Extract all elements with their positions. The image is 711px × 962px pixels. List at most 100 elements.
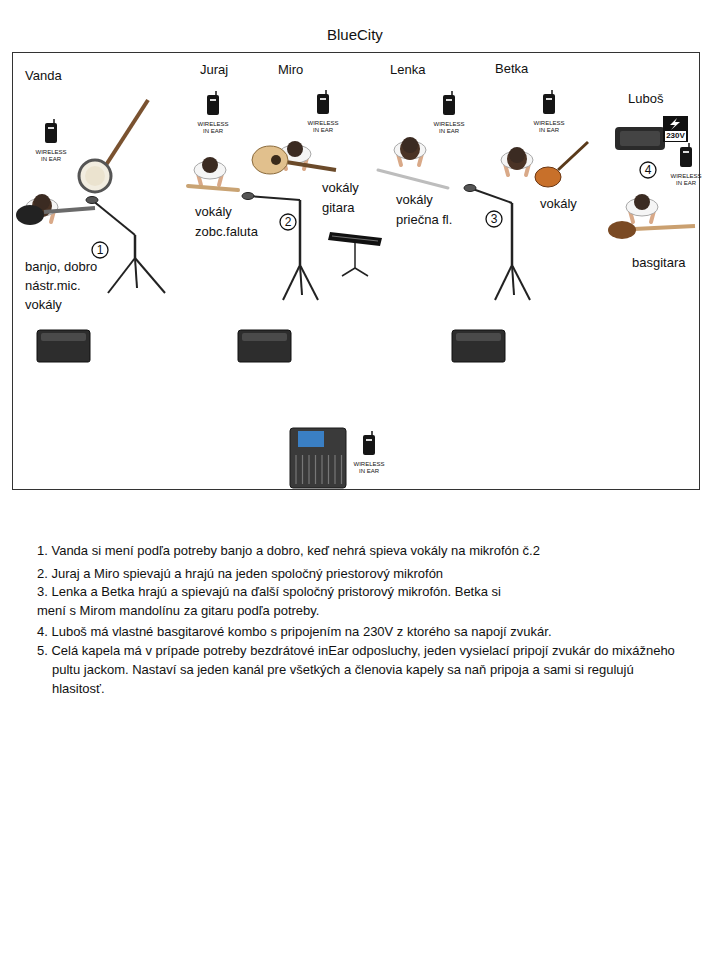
mic-stand (299, 200, 302, 265)
monitor-wedge (37, 330, 90, 362)
fader (328, 455, 329, 484)
fader (315, 455, 316, 484)
pack-mark (210, 99, 216, 101)
callout-number: 2 (285, 216, 292, 228)
inear-pack (680, 147, 692, 167)
fader (302, 455, 303, 484)
mic-boom (92, 200, 135, 235)
power-icon (663, 116, 688, 142)
antenna (53, 119, 55, 123)
stage-border (13, 53, 700, 490)
instrument-label: banjo, dobro nástr.mic. vokály (25, 257, 110, 314)
instrument-label: vokály zobc.faluta (195, 202, 275, 242)
bass-amp (615, 127, 665, 150)
head (202, 157, 218, 173)
antenna (215, 91, 217, 95)
instrument-label: vokály priečna fl. (396, 190, 470, 230)
banjo-neck (106, 100, 148, 165)
tripod-leg (283, 265, 300, 300)
hair (400, 138, 420, 160)
callout-circle: 2 (279, 213, 297, 231)
mixing-console (290, 428, 346, 488)
microphone (86, 197, 98, 204)
mic-boom (470, 188, 512, 203)
antenna (325, 90, 327, 94)
fader (334, 455, 335, 484)
inear-pack (363, 435, 375, 455)
device-label: WIRELESS IN EAR (669, 173, 703, 187)
antenna (551, 90, 553, 94)
tripod-leg (300, 265, 318, 300)
musician-name: Miro (278, 60, 303, 79)
inear-pack (443, 95, 455, 115)
pack-mark (446, 99, 452, 101)
tripod-leg (135, 258, 165, 293)
monitor-top (41, 333, 86, 341)
guitar-neck (286, 162, 336, 170)
device-label: WIRELESS IN EAR (352, 461, 386, 475)
note: 2. Juraj a Miro spievajú a hrajú na jede… (37, 564, 697, 583)
voltage-label: 230V (665, 131, 687, 141)
antenna (451, 91, 453, 95)
callout-circle: 4 (639, 161, 657, 179)
tripod-leg (512, 265, 514, 295)
circle-outline (92, 242, 108, 258)
power-icon-plate (665, 131, 686, 141)
antenna (688, 143, 690, 147)
console-screen (298, 431, 324, 447)
monitor-wedge (238, 330, 291, 362)
note: 5. Celá kapela má v prípade potreby bezd… (37, 641, 677, 698)
instrument-label: vokály gitara (322, 178, 374, 218)
microphone (242, 193, 254, 200)
musician-name: Lenka (390, 60, 425, 79)
device-label: WIRELESS IN EAR (532, 120, 566, 134)
banjo-head (85, 166, 105, 186)
musician-name: Vanda (25, 66, 62, 85)
device-label: WIRELESS IN EAR (196, 121, 230, 135)
dobro-body (16, 205, 44, 225)
circle-outline (486, 211, 502, 227)
tripod-leg (108, 258, 135, 293)
banjo-body (79, 160, 111, 192)
head (634, 194, 650, 210)
circle-outline (280, 214, 296, 230)
tripod-leg (135, 258, 137, 288)
musician-name: Betka (495, 59, 528, 78)
inear-pack (207, 95, 219, 115)
callout-number: 4 (645, 164, 652, 176)
guitar-body (252, 146, 288, 174)
mandolin-body (535, 167, 561, 187)
pack-mark (683, 151, 689, 153)
lightning-bolt (670, 118, 680, 130)
pack-mark (48, 127, 54, 129)
instrument-label: basgitara (632, 253, 685, 272)
monitor-wedge (452, 330, 505, 362)
inear-pack (543, 94, 555, 114)
bass-body (608, 221, 636, 239)
musician-name: Luboš (628, 89, 663, 108)
fader (295, 455, 296, 484)
fader (341, 455, 342, 484)
note: 4. Luboš má vlastné basgitarové kombo s … (37, 622, 697, 641)
hair (507, 148, 527, 170)
mic-stand (134, 235, 137, 258)
device-label: WIRELESS IN EAR (34, 149, 68, 163)
tripod-leg (512, 265, 530, 300)
callout-circle: 3 (485, 210, 503, 228)
head (509, 147, 525, 163)
fader (308, 455, 309, 484)
sound-hole (271, 155, 281, 165)
device-label: WIRELESS IN EAR (432, 121, 466, 135)
pack-mark (546, 98, 552, 100)
dobro-neck (44, 208, 95, 212)
monitor-top (456, 333, 501, 341)
inear-pack (317, 94, 329, 114)
music-stand-leg (342, 268, 355, 276)
monitor-top (242, 333, 287, 341)
music-stand-post (354, 243, 356, 268)
note: 3. Lenka a Betka hrajú a spievajú na ďal… (37, 582, 522, 620)
tripod-leg (495, 265, 512, 300)
